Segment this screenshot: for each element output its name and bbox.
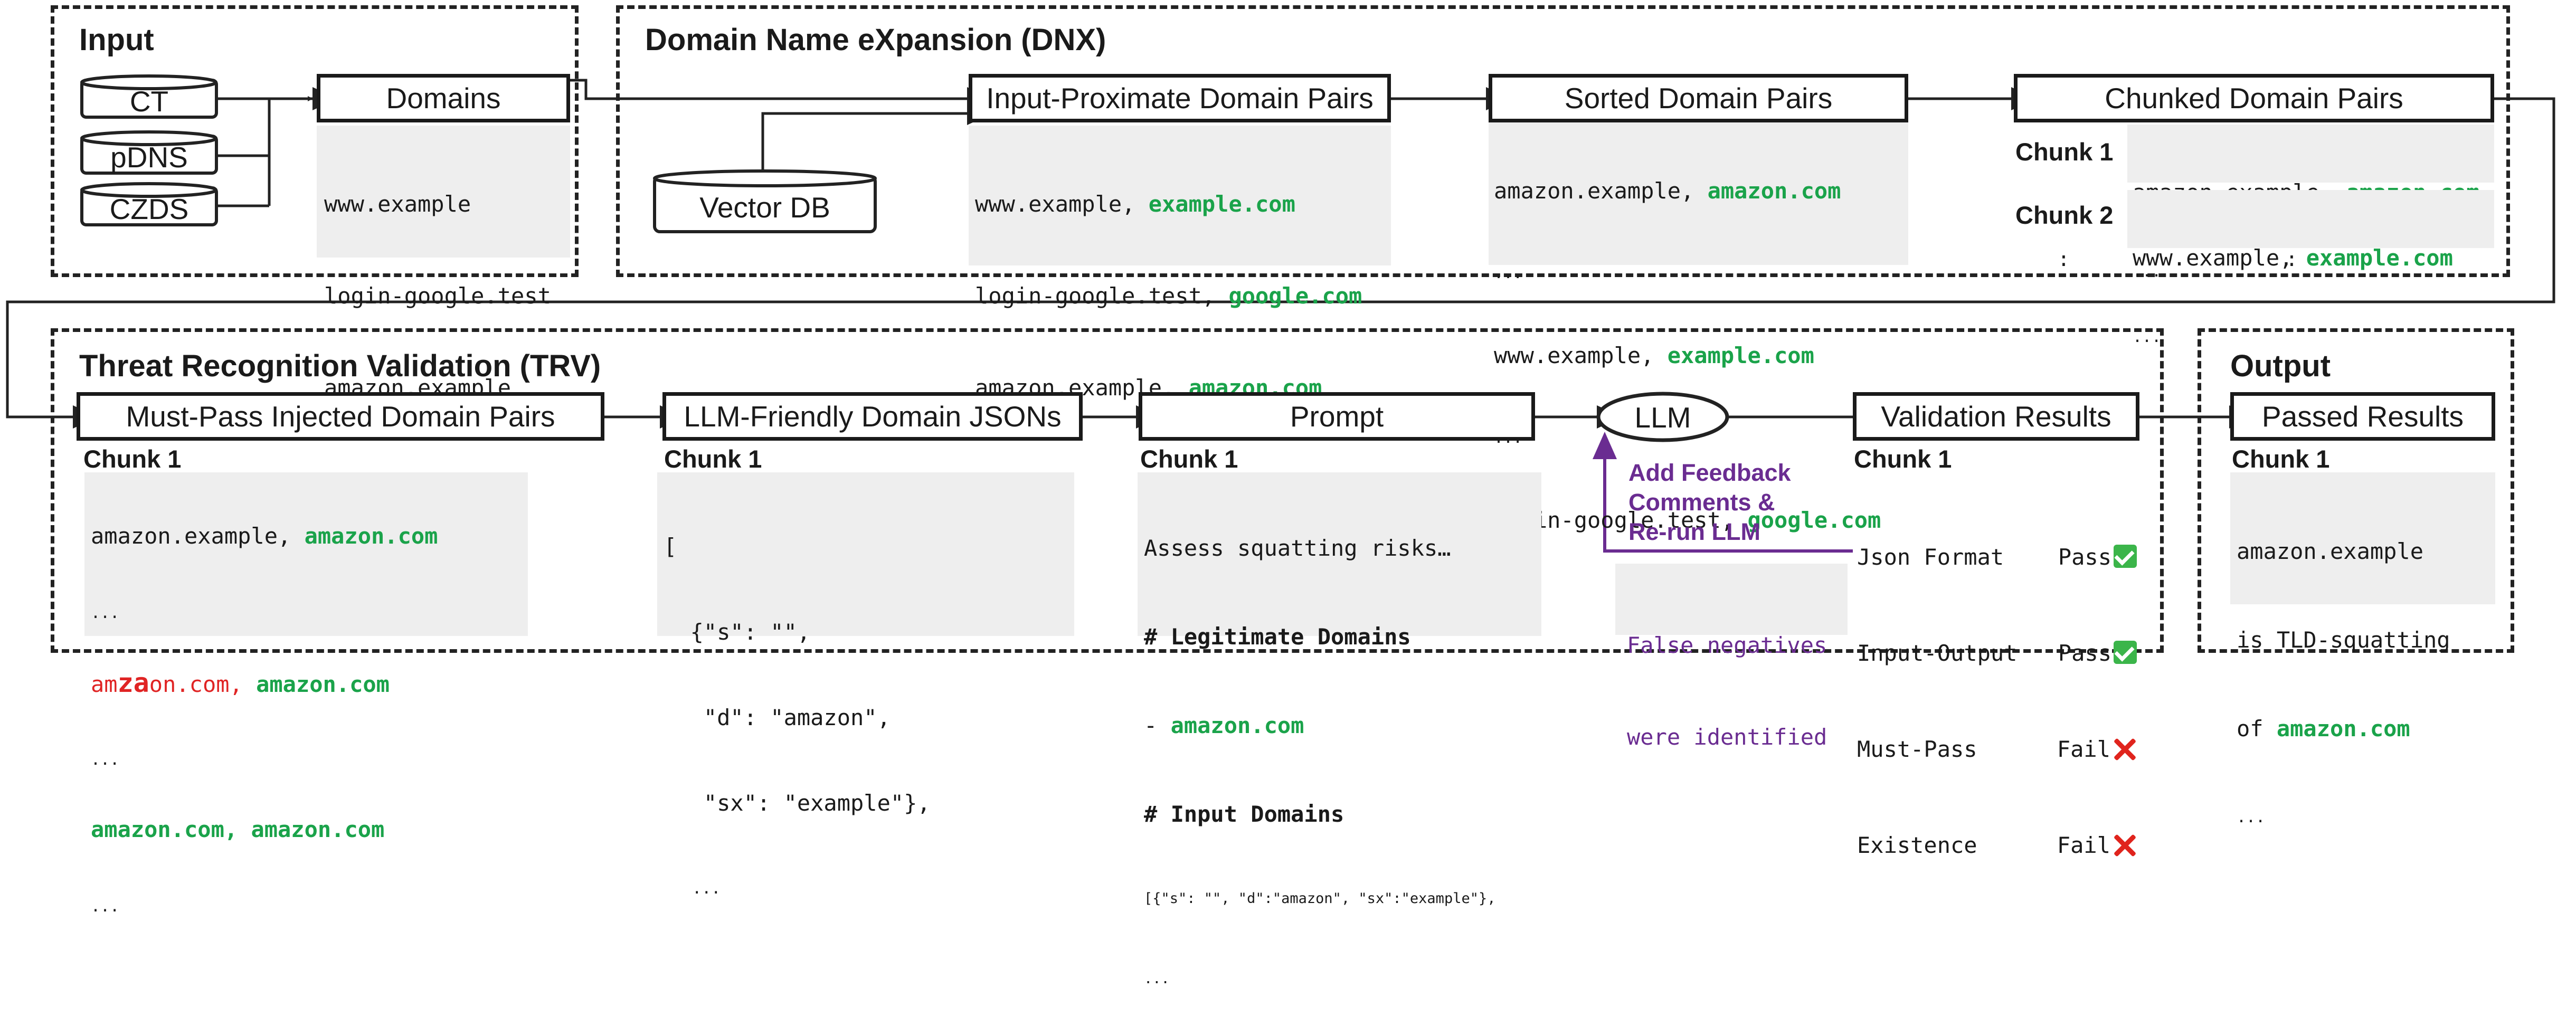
validation-header: Validation Results: [1853, 392, 2139, 441]
pair-row: ...: [1494, 264, 1523, 282]
pair-row: amazon.com, amazon.com: [91, 816, 385, 842]
validation-chunk-label: Chunk 1: [1854, 445, 1952, 473]
json-line: ...: [664, 879, 721, 898]
chunk2-label: Chunk 2: [2015, 201, 2114, 229]
source-cylinders: [80, 74, 218, 226]
domains-header: Domains: [317, 74, 570, 122]
output-panel: [2198, 328, 2514, 653]
injected-pair-row: amzaon.com, amazon.com: [91, 668, 390, 698]
domain-item: login-google.test: [324, 283, 551, 309]
json-chunk-label: Chunk 1: [664, 445, 762, 473]
trv-panel-title: Threat Recognition Validation (TRV): [79, 349, 601, 383]
output-chunk-label: Chunk 1: [2232, 445, 2330, 473]
json-line: [: [664, 534, 677, 559]
prompt-line: # Input Domains: [1144, 801, 1344, 827]
source-pdns: pDNS: [110, 141, 188, 174]
input-proximate-list: www.example, example.com login-google.te…: [969, 126, 1391, 492]
prompt-line: Assess squatting risks…: [1144, 535, 1451, 561]
json-line: "d": "amazon",: [664, 705, 891, 730]
prompt-line: ...: [1144, 971, 1170, 987]
dnx-panel-title: Domain Name eXpansion (DNX): [645, 23, 1106, 57]
mustpass-header: Must-Pass Injected Domain Pairs: [77, 392, 604, 441]
llm-label: LLM: [1634, 401, 1691, 434]
output-panel-title: Output: [2230, 349, 2331, 383]
prompt-chunk-label: Chunk 1: [1140, 445, 1238, 473]
check-icon: [2114, 545, 2137, 568]
prompt-line: [{"s": "", "d":"amazon", "sx":"example"}…: [1144, 890, 1496, 907]
json-line: "sx": "example"},: [664, 790, 931, 816]
false-negatives-note: False negatives were identified: [1615, 564, 1848, 750]
vector-db: Vector DB: [699, 191, 830, 224]
chunk-vdots: :: [2286, 248, 2298, 271]
json-line: {"s": "",: [664, 619, 811, 645]
mustpass-chunk-label: Chunk 1: [83, 445, 182, 473]
pair-row: ...: [91, 750, 120, 769]
source-czds: CZDS: [109, 193, 189, 225]
json-header: LLM-Friendly Domain JSONs: [662, 392, 1083, 441]
result-line: is TLD-squatting: [2237, 627, 2450, 653]
sorted-pairs-header: Sorted Domain Pairs: [1489, 74, 1908, 122]
pair-row: amazon.example, amazon.com: [91, 523, 438, 549]
pair-row: amazon.example, amazon.com: [1494, 178, 1841, 204]
prompt-line: # Legitimate Domains: [1144, 624, 1411, 650]
llm-ellipse: [1596, 392, 1729, 442]
prompt-header: Prompt: [1139, 392, 1535, 441]
json-list: [ {"s": "", "d": "amazon", "sx": "exampl…: [657, 472, 1074, 898]
dnx-panel: [616, 5, 2510, 277]
sorted-pairs-list: amazon.example, amazon.com ... www.examp…: [1489, 122, 1908, 533]
chunk1-list: amazon.example, amazon.com ...: [2127, 125, 2494, 281]
chunk-vdots: :: [2058, 248, 2070, 271]
pair-row: ...: [2133, 262, 2162, 281]
result-line: of amazon.com: [2237, 716, 2410, 742]
chunk1-label: Chunk 1: [2015, 138, 2114, 166]
input-panel: [51, 5, 579, 277]
mustpass-list: amazon.example, amazon.com ... amzaon.co…: [84, 472, 528, 916]
chunk2-list: www.example, example.com ...: [2127, 190, 2494, 346]
prompt-line: - amazon.com: [1144, 712, 1304, 738]
pair-row: www.example, example.com: [2133, 245, 2453, 271]
pair-row: ...: [91, 604, 120, 622]
result-line: ...: [2237, 808, 2266, 826]
prompt-body: Assess squatting risks… # Legitimate Dom…: [1138, 472, 1541, 987]
passed-results-body: amazon.example is TLD-squatting of amazo…: [2230, 472, 2495, 826]
cross-icon: [2113, 833, 2137, 857]
trv-panel: [51, 328, 2164, 653]
source-ct: CT: [129, 85, 169, 118]
result-line: amazon.example: [2237, 538, 2424, 564]
cross-icon: [2113, 737, 2137, 761]
domains-list: www.example login-google.test amazon.exa…: [317, 126, 570, 492]
pair-row: ...: [91, 897, 120, 916]
vector-db-cylinder: [653, 169, 877, 233]
chunked-pairs-header: Chunked Domain Pairs: [2014, 74, 2494, 122]
pair-row: www.example, example.com: [1494, 343, 1814, 368]
pair-row: login-google.test, google.com: [975, 283, 1362, 309]
feedback-label: Add Feedback Comments & Re-run LLM: [1628, 459, 1791, 545]
input-proximate-header: Input-Proximate Domain Pairs: [969, 74, 1391, 122]
check-icon: [2114, 641, 2137, 664]
pair-row: www.example, example.com: [975, 191, 1295, 217]
input-panel-title: Input: [79, 23, 154, 57]
domain-item: www.example: [324, 191, 471, 217]
passed-results-header: Passed Results: [2230, 392, 2495, 441]
